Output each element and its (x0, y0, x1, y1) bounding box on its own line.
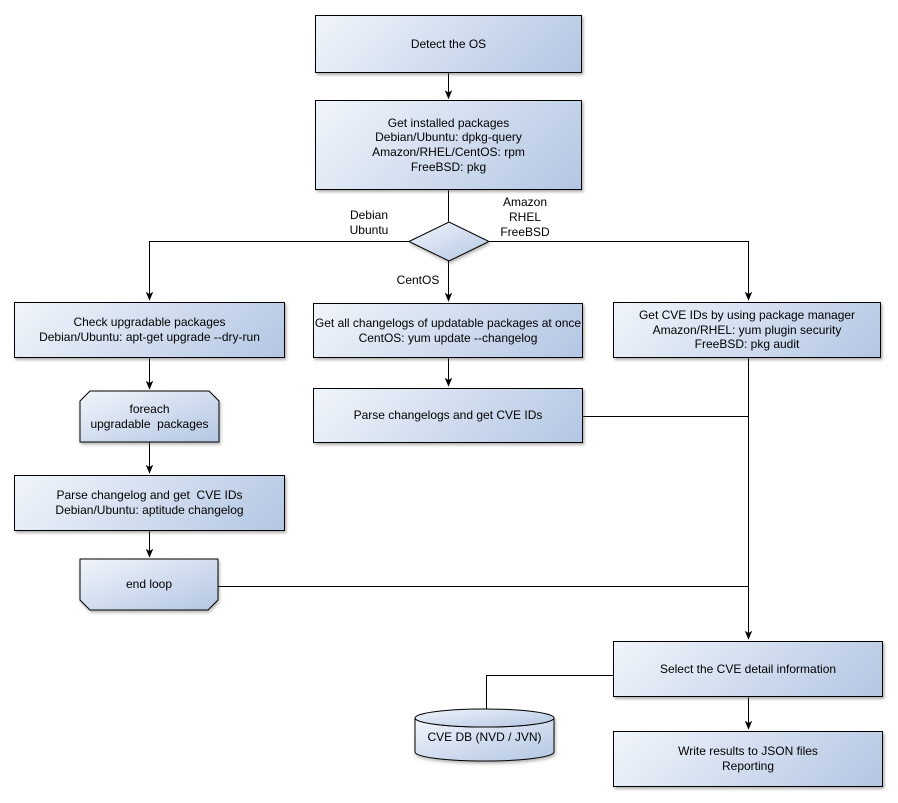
decision-diamond (407, 221, 491, 262)
node-get-all-changelogs: Get all changelogs of updatable packages… (313, 303, 583, 358)
shapes (79, 221, 555, 762)
edge-label-amazon-rhel-freebsd: Amazon RHEL FreeBSD (500, 194, 550, 239)
edge-label-debian-ubuntu: Debian Ubuntu (349, 208, 389, 237)
node-check-upgradable-packages: Check upgradable packages Debian/Ubuntu:… (14, 302, 285, 358)
edge-label-centos: CentOS (396, 272, 440, 287)
node-get-installed-packages: Get installed packages Debian/Ubuntu: dp… (315, 100, 582, 190)
node-detect-os: Detect the OS (315, 15, 582, 73)
connector-decision-right-amazon (489, 241, 753, 301)
node-get-cve-ids-package-manager: Get CVE IDs by using package manager Ama… (613, 302, 881, 358)
node-parse-changelogs: Parse changelogs and get CVE IDs (313, 388, 583, 443)
foreach-loop-shape (79, 390, 220, 443)
end-loop-shape (79, 558, 219, 611)
connector-decision-left-debian (145, 241, 409, 301)
node-select-cve-detail: Select the CVE detail information (613, 641, 883, 697)
cvedb-cylinder-top (414, 708, 555, 728)
node-parse-changelog-debian: Parse changelog and get CVE IDs Debian/U… (14, 475, 285, 531)
node-write-results: Write results to JSON files Reporting (613, 731, 883, 787)
connector-select-to-cvedb (486, 675, 613, 709)
connectors (145, 73, 753, 730)
